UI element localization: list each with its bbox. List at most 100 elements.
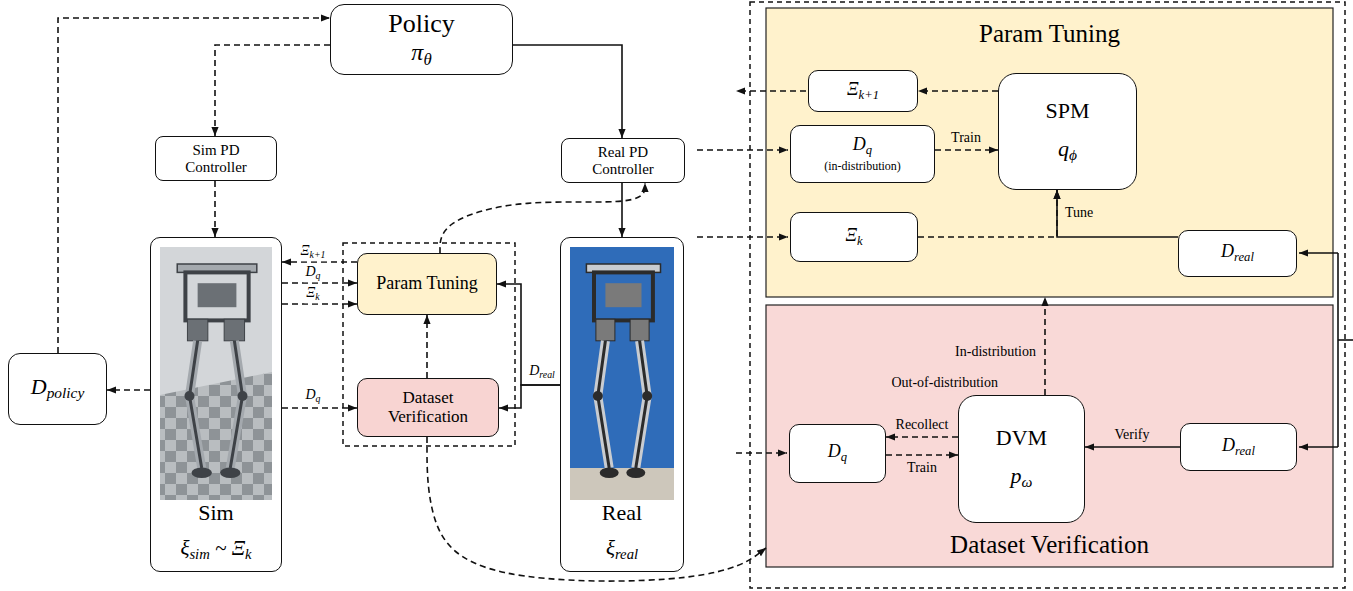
box-label: Real PD Controller: [568, 144, 678, 177]
illustration-part: [626, 468, 645, 479]
text-run: Dataset Verification: [950, 531, 1149, 558]
illustration-part: [192, 468, 212, 479]
box-label: Sim: [198, 501, 233, 525]
text-run: Sim PD Controller: [185, 142, 247, 175]
flow-stub: [697, 149, 788, 151]
box-label: Policy: [388, 10, 454, 39]
real-robot: [586, 264, 660, 478]
illustration-part: [189, 341, 201, 468]
label-patch: Recollect: [894, 417, 951, 432]
text-run: D: [853, 134, 866, 154]
illustration-part: [636, 341, 647, 468]
flow-arrow: [214, 181, 216, 237]
label-patch: Dq: [303, 387, 322, 405]
flow-arrow: [499, 385, 560, 408]
text-run: SPM: [1045, 98, 1089, 123]
panel-fill: [766, 8, 1333, 297]
box-label: Dpolicy: [31, 375, 85, 402]
box-label: Dq: [828, 442, 847, 464]
illustration-part: [598, 341, 609, 468]
text-run: D: [305, 264, 315, 279]
illustration-part: [230, 341, 242, 468]
flow-arrow: [497, 284, 560, 385]
module-box: Dataset Verification: [357, 378, 499, 437]
group-outline: [343, 243, 515, 446]
illustration-part: [598, 341, 609, 468]
text-run: Train: [951, 130, 981, 145]
box-label: Real: [602, 501, 642, 525]
text-run: k: [315, 291, 319, 302]
box-label: Dataset Verification: [364, 389, 492, 426]
edge-label: Ξk+1: [301, 243, 326, 258]
label-patch: Out-of-distribution: [889, 375, 1000, 390]
illustration-part: [605, 283, 641, 307]
flow-arrow: [282, 303, 357, 305]
text-run: q: [316, 270, 321, 281]
model-box: SPM qϕ: [998, 73, 1137, 190]
text-run: D: [828, 441, 841, 461]
flow-stub: [1299, 446, 1338, 448]
flow-stub: [736, 90, 806, 92]
param-box: Ξk: [790, 212, 918, 262]
panel-fill: [766, 305, 1333, 567]
text-run: D: [31, 374, 47, 399]
box-label: pω: [1011, 464, 1033, 491]
box-label: DVM: [996, 426, 1047, 450]
box-label: Ξk: [845, 226, 862, 248]
module-panel: Dataset Verification Dq DVM pω Dreal: [766, 305, 1333, 567]
box-label: πθ: [411, 39, 431, 69]
dataset-box: Dq(in-distribution): [790, 125, 935, 183]
real-scene: [570, 247, 674, 500]
box-label: SPM: [1045, 99, 1089, 123]
edge-label: Dreal: [529, 363, 555, 378]
illustration-part: [600, 468, 619, 479]
text-run: Dataset Verification: [388, 388, 468, 426]
text-run: Ξ: [301, 243, 310, 258]
text-run: ξ: [606, 536, 615, 560]
text-run: D: [529, 363, 539, 378]
box-label: (in-distribution): [824, 160, 901, 173]
text-run: policy: [47, 385, 85, 402]
text-run: θ: [423, 49, 431, 68]
illustration-part: [184, 391, 194, 401]
text-run: ~ Ξ: [210, 536, 245, 560]
flow-stub: [1338, 339, 1353, 341]
box-label: ξreal: [606, 537, 638, 562]
model-box: DVM pω: [958, 395, 1085, 523]
text-run: In-distribution: [955, 344, 1036, 359]
box-label: Dreal: [1221, 242, 1254, 264]
illustration-part: [642, 391, 652, 401]
sim-robot: [177, 264, 257, 478]
text-run: real: [1235, 443, 1255, 457]
edge-label: Train: [951, 130, 981, 145]
flow-stub: [1337, 253, 1339, 447]
flow-arrow: [58, 18, 330, 353]
text-run: sim: [189, 546, 209, 562]
edge-label: Dq: [305, 264, 320, 279]
sim-floor: [160, 372, 272, 500]
illustration-part: [630, 319, 649, 341]
real-floor: [570, 468, 674, 500]
illustration-part: [594, 272, 653, 320]
edge-label: Train: [907, 460, 937, 475]
module-panel: Param TuningΞk+1Dq(in-distribution)SPMqϕ…: [766, 8, 1333, 297]
text-run: Policy: [388, 9, 454, 38]
illustration-part: [238, 391, 248, 401]
text-run: k+1: [859, 87, 879, 101]
flow-arrow: [426, 315, 428, 378]
flow-arrow: [282, 282, 357, 284]
text-run: q: [1058, 136, 1069, 161]
label-patch: Ξk: [304, 285, 321, 303]
edge-label: Ξk: [306, 285, 319, 300]
text-run: π: [411, 39, 423, 65]
sim-robot-box: Simξsim ~ Ξk: [150, 237, 282, 572]
branch-label: Out-of-distribution: [891, 375, 998, 390]
edge-label: Recollect: [896, 417, 949, 432]
text-run: ϕ: [1069, 146, 1077, 163]
label-patch: In-distribution: [953, 344, 1038, 359]
flow-arrow: [918, 90, 998, 92]
flow-stub: [1299, 252, 1338, 254]
text-run: Tune: [1065, 205, 1093, 220]
text-run: Real PD Controller: [592, 144, 654, 177]
flow-arrow: [215, 45, 330, 136]
